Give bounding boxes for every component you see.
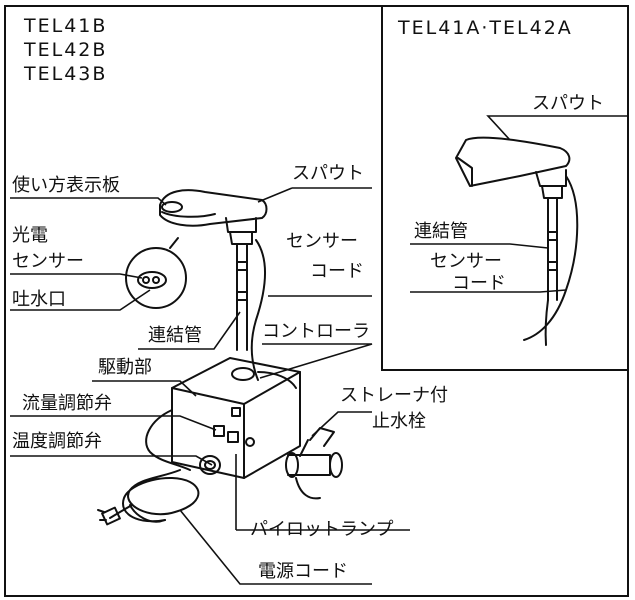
sensor-cord-label-1: センサー (286, 231, 358, 252)
leader-spout (257, 187, 372, 203)
leader-temp-valve (10, 455, 213, 466)
strainer-label-2: 止水栓 (372, 411, 426, 432)
inset-faucet-drawing (455, 136, 579, 346)
sensor-cord-label-2: コード (310, 261, 364, 282)
leader-inset-pipe (410, 243, 549, 249)
outlet-label: 吐水口 (12, 289, 66, 310)
leader-photo-sensor (10, 273, 143, 279)
strainer-drawing (285, 427, 343, 500)
strainer-label-1: ストレーナ付 (340, 385, 448, 406)
model-label-3: TEL43B (24, 63, 108, 85)
pilot-lamp-label: パイロットランプ (250, 519, 394, 540)
drive-unit-label: 駆動部 (98, 357, 152, 378)
leader-strainer (311, 411, 372, 437)
inset-spout-label: スパウト (532, 93, 604, 114)
leader-outlet (10, 289, 151, 311)
inset-sensor-cord-label-2: コード (452, 273, 506, 294)
leader-connecting-pipe (138, 311, 241, 350)
spout-drawing (159, 189, 268, 381)
inset-sensor-cord-label-1: センサー (430, 251, 502, 272)
photo-sensor-label-1: 光電 (12, 225, 48, 246)
leader-flow-valve (10, 415, 217, 431)
power-cord-label: 電源コード (258, 561, 348, 582)
flow-valve-label: 流量調節弁 (22, 393, 112, 414)
leader-drive-unit (92, 380, 197, 397)
model-label-1: TEL41B (24, 15, 108, 37)
power-cord-drawing (97, 469, 200, 526)
inset-model-label: TEL41A·TEL42A (398, 17, 573, 39)
temp-valve-label: 温度調節弁 (12, 431, 102, 452)
controller-label: コントローラ (262, 321, 370, 342)
drive-unit-drawing (145, 357, 301, 479)
leader-power-cord (179, 509, 372, 585)
usage-plate-label: 使い方表示板 (12, 175, 120, 196)
connecting-pipe-label: 連結管 (148, 325, 202, 346)
leader-pilot-lamp (235, 454, 410, 531)
sensor-closeup (125, 237, 187, 309)
leader-inset-spout (486, 115, 628, 141)
photo-sensor-label-2: センサー (12, 251, 84, 272)
leader-inset-cord (410, 289, 567, 293)
inset-frame (381, 5, 629, 371)
model-label-2: TEL42B (24, 39, 108, 61)
leader-usage-plate (10, 197, 167, 206)
leader-controller (259, 343, 373, 379)
inset-connecting-pipe-label: 連結管 (414, 221, 468, 242)
spout-label: スパウト (292, 163, 364, 184)
